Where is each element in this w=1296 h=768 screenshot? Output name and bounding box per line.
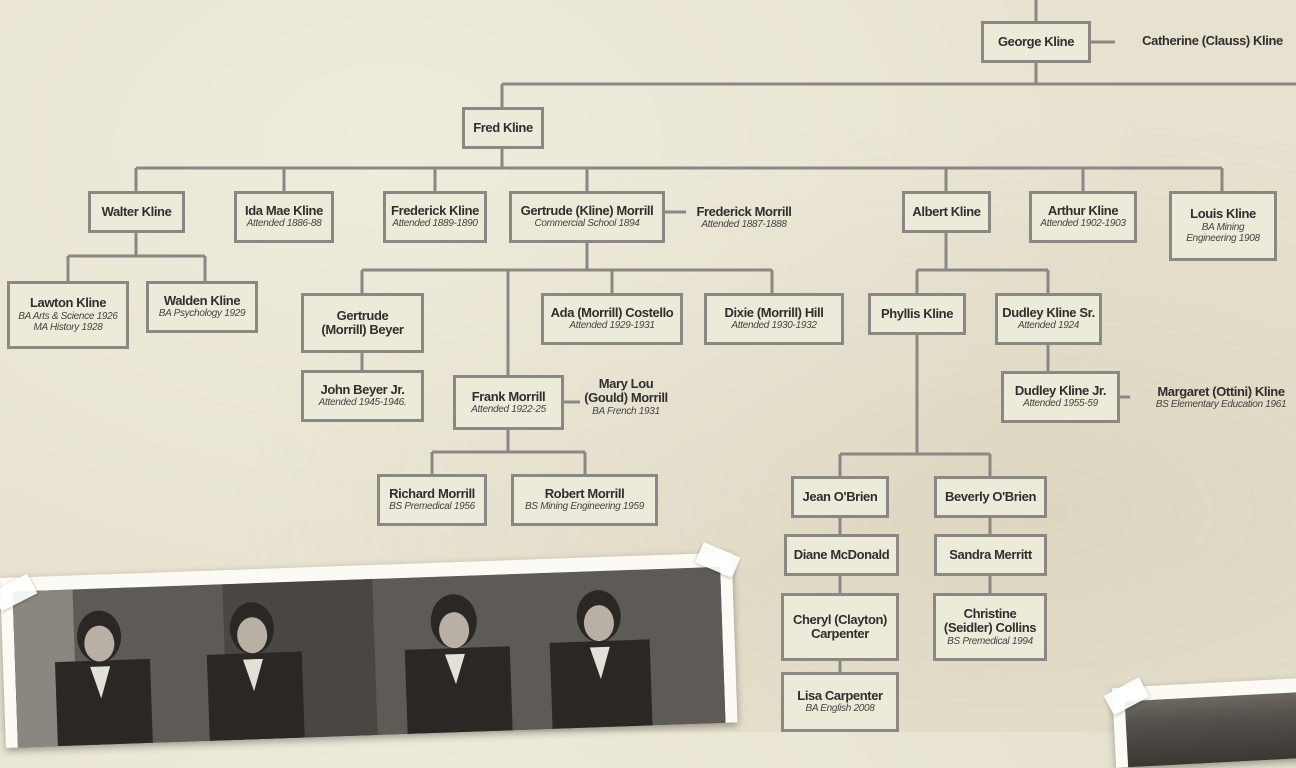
person-note: Attended 1889-1890: [392, 218, 478, 230]
spouse-name: Mary Lou (Gould) Morrill: [584, 376, 668, 406]
person-name: Dudley Kline Jr.: [1014, 383, 1107, 399]
spouse-name: Catherine (Clauss) Kline: [1142, 33, 1283, 48]
person-name: Louis Kline: [1190, 206, 1256, 222]
person-name: Phyllis Kline: [880, 305, 954, 321]
person-box-jean: Jean O'Brien: [791, 476, 889, 518]
person-name: Christine (Seidler) Collins: [943, 605, 1037, 636]
spouse-name: Frederick Morrill: [696, 204, 792, 219]
person-name: Arthur Kline: [1047, 203, 1119, 219]
person-name: Walter Kline: [101, 203, 172, 219]
person-box-gbeyer: Gertrude (Morrill) Beyer: [301, 293, 424, 353]
person-name: Walden Kline: [163, 293, 241, 309]
person-name: Robert Morrill: [544, 486, 625, 502]
person-note: BA English 2008: [805, 703, 875, 715]
person-box-dudleysr: Dudley Kline Sr.Attended 1924: [995, 293, 1102, 345]
person-box-george: George Kline: [981, 21, 1091, 63]
person-box-beverly: Beverly O'Brien: [934, 476, 1047, 518]
person-name: Richard Morrill: [389, 486, 475, 502]
person-name: George Kline: [997, 33, 1075, 49]
family-photo: [0, 541, 741, 748]
person-box-fred: Fred Kline: [462, 107, 544, 149]
person-box-walter: Walter Kline: [88, 191, 185, 233]
photo-image: [12, 566, 726, 748]
person-box-johnbeyer: John Beyer Jr.Attended 1945-1946.: [301, 370, 424, 422]
family-tree-connectors: [66, 0, 1296, 672]
person-name: John Beyer Jr.: [320, 382, 405, 398]
person-box-diane: Diane McDonald: [784, 534, 899, 576]
person-note: Attended 1955-59: [1023, 398, 1098, 410]
person-box-dudleyjr: Dudley Kline Jr.Attended 1955-59: [1001, 371, 1120, 423]
person-note: Attended 1886-88: [246, 218, 322, 230]
person-name: Jean O'Brien: [802, 488, 878, 504]
person-note: Commercial School 1894: [534, 218, 640, 230]
person-name: Lawton Kline: [29, 295, 107, 311]
person-box-sandra: Sandra Merritt: [934, 534, 1047, 576]
person-name: Fred Kline: [473, 119, 533, 135]
person-note: BA Arts & Science 1926 MA History 1928: [18, 310, 118, 334]
photo-image: [1124, 692, 1296, 768]
person-name: Dudley Kline Sr.: [1002, 305, 1095, 321]
spouse-note: BS Elementary Education 1961: [1155, 399, 1287, 411]
spouse-note: Attended 1887-1888: [701, 219, 787, 231]
family-photo-2: [1103, 677, 1296, 768]
person-note: Attended 1945-1946.: [318, 397, 407, 409]
person-box-albert: Albert Kline: [902, 191, 991, 233]
person-note: Attended 1922-25: [471, 403, 546, 415]
person-name: Beverly O'Brien: [944, 488, 1037, 504]
person-note: BA Psychology 1929: [158, 308, 246, 320]
person-note: BS Premedical 1956: [389, 501, 475, 513]
person-name: Ida Mae Kline: [245, 203, 323, 219]
four-men-portrait: [12, 566, 726, 748]
person-note: BS Mining Engineering 1959: [525, 501, 644, 513]
person-note: Attended 1924: [1017, 320, 1080, 332]
person-name: Diane McDonald: [793, 546, 890, 562]
person-name: Albert Kline: [912, 203, 981, 219]
person-box-phyllis: Phyllis Kline: [868, 293, 966, 335]
person-name: Lisa Carpenter: [797, 688, 883, 704]
person-note: Attended 1929-1931: [569, 320, 655, 332]
person-name: Ada (Morrill) Costello: [550, 305, 674, 321]
person-name: Frank Morrill: [471, 388, 546, 404]
person-note: Attended 1930-1932: [731, 320, 817, 332]
person-box-cheryl: Cheryl (Clayton) Carpenter: [781, 593, 899, 661]
spouse-name: Margaret (Ottini) Kline: [1157, 384, 1285, 399]
person-name: Gertrude (Kline) Morrill: [520, 203, 654, 219]
person-note: BS Premedical 1994: [947, 635, 1033, 647]
person-name: Cheryl (Clayton) Carpenter: [792, 611, 887, 641]
person-name: Gertrude (Morrill) Beyer: [321, 307, 404, 337]
spouse-label-catherine: Catherine (Clauss) Kline: [1125, 33, 1296, 48]
person-name: Dixie (Morrill) Hill: [724, 305, 824, 321]
person-note: BA Mining Engineering 1908: [1186, 221, 1260, 245]
person-name: Sandra Merritt: [949, 546, 1032, 562]
spouse-note: BA French 1931: [592, 405, 660, 417]
person-note: Attended 1902-1903: [1040, 218, 1126, 230]
person-name: Frederick Kline: [391, 203, 479, 219]
